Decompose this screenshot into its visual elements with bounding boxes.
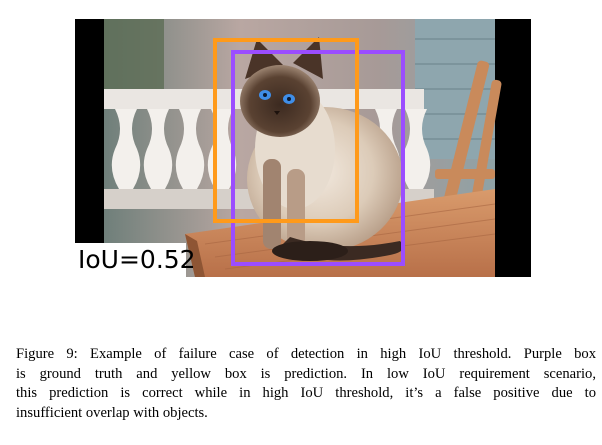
detection-example-figure xyxy=(75,19,531,277)
ground-truth-box xyxy=(231,50,405,266)
iou-label: IoU=0.52 xyxy=(75,243,196,277)
prediction-box xyxy=(213,38,359,223)
caption-line: insufficient overlap with objects. xyxy=(16,404,208,421)
cat-photo xyxy=(75,19,531,277)
caption-line: this prediction is correct while in high… xyxy=(16,385,596,401)
caption-line: is ground truth and yellow box is predic… xyxy=(16,365,596,382)
caption-line: Figure 9: Example of failure case of det… xyxy=(16,346,596,362)
figure-caption: Figure 9: Example of failure case of det… xyxy=(16,345,596,423)
